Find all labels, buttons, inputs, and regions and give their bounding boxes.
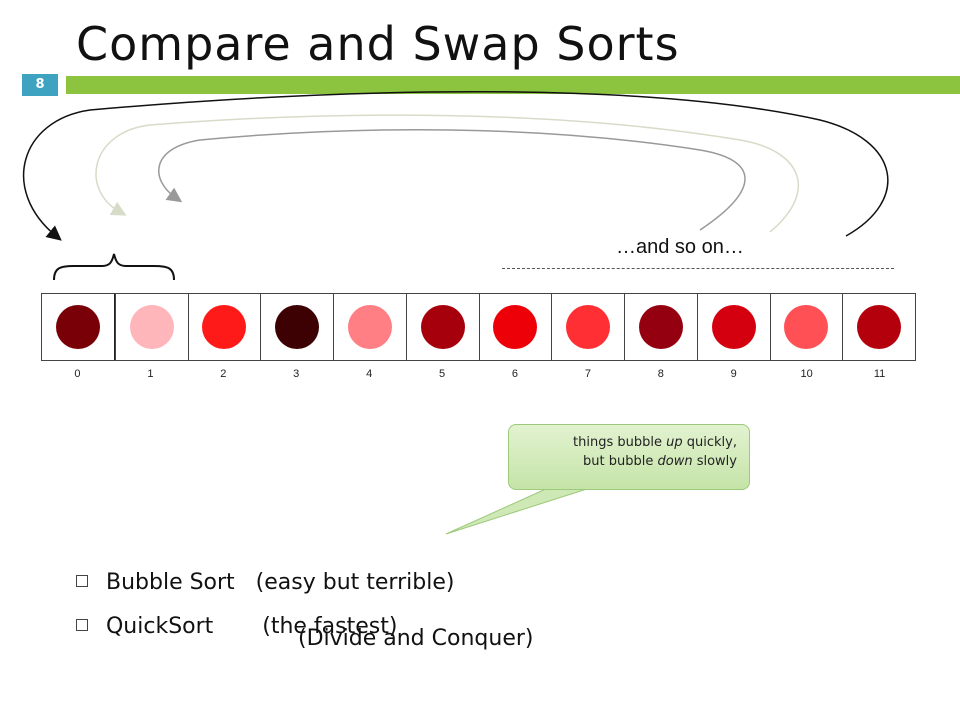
array-index-label: 8 xyxy=(657,368,664,380)
circle-element xyxy=(638,305,683,349)
array-cell xyxy=(333,293,407,361)
bullet-list: Bubble Sort (easy but terrible) QuickSor… xyxy=(42,538,642,651)
array-cell xyxy=(187,293,262,361)
array-index-label: 1 xyxy=(147,368,154,380)
array-index-label: 7 xyxy=(584,368,591,380)
callout-line-2: but bubble down slowly xyxy=(583,454,737,469)
swap-arrows xyxy=(22,91,889,241)
array-cell xyxy=(842,293,916,361)
arrow-middle xyxy=(95,114,799,233)
array-cell xyxy=(260,293,334,361)
array-cell xyxy=(769,293,844,361)
array-cell xyxy=(478,293,553,361)
array-cell xyxy=(696,293,771,361)
bullet-subtext: (Divide and Conquer) xyxy=(298,626,534,651)
array-index-label: 9 xyxy=(730,368,737,380)
array-index-label: 0 xyxy=(74,368,81,380)
pair-brace xyxy=(53,253,175,281)
circle-element xyxy=(711,305,756,349)
array-cell xyxy=(551,293,625,361)
arrow-outer xyxy=(22,91,889,241)
arrow-inner xyxy=(158,129,746,231)
array-index-label: 6 xyxy=(511,368,519,380)
array-index-label: 3 xyxy=(293,368,300,380)
circle-element xyxy=(129,305,174,349)
array-indices: 0 1 2 3 4 5 6 7 8 9 10 11 xyxy=(41,368,916,384)
square-bullet-icon xyxy=(75,575,88,587)
bullet-item-bubble-sort: Bubble Sort (easy but terrible) xyxy=(42,538,642,595)
array-index-label: 4 xyxy=(366,368,373,380)
title-accent-bar xyxy=(66,76,960,94)
circle-element xyxy=(420,305,465,349)
callout-box: things bubble up quickly, but bubble dow… xyxy=(508,424,750,490)
circle-element xyxy=(566,305,611,349)
bullet-item-quicksort: QuickSort (the fastest) xyxy=(42,582,642,639)
slide-number: 8 xyxy=(22,74,58,96)
slide-title: Compare and Swap Sorts xyxy=(76,17,680,71)
dashed-guide xyxy=(502,268,894,269)
circle-element xyxy=(55,305,100,349)
array-index-label: 5 xyxy=(438,368,446,380)
array-cells xyxy=(41,293,916,363)
array-cell xyxy=(405,293,480,361)
square-bullet-icon xyxy=(75,619,88,631)
circle-element xyxy=(857,305,902,349)
callout-line-1: things bubble up quickly, xyxy=(573,435,737,450)
array-cell xyxy=(41,293,116,361)
array-index-label: 10 xyxy=(800,368,813,380)
circle-element xyxy=(493,305,538,349)
circle-element xyxy=(347,305,392,349)
array-index-label: 11 xyxy=(873,368,886,380)
array-index-label: 2 xyxy=(220,368,227,380)
and-so-on-label: …and so on… xyxy=(616,236,744,258)
array-cell xyxy=(114,293,189,361)
circle-element xyxy=(202,305,247,349)
circle-element xyxy=(275,305,320,349)
array-cell xyxy=(624,293,698,361)
circle-element xyxy=(784,305,829,349)
